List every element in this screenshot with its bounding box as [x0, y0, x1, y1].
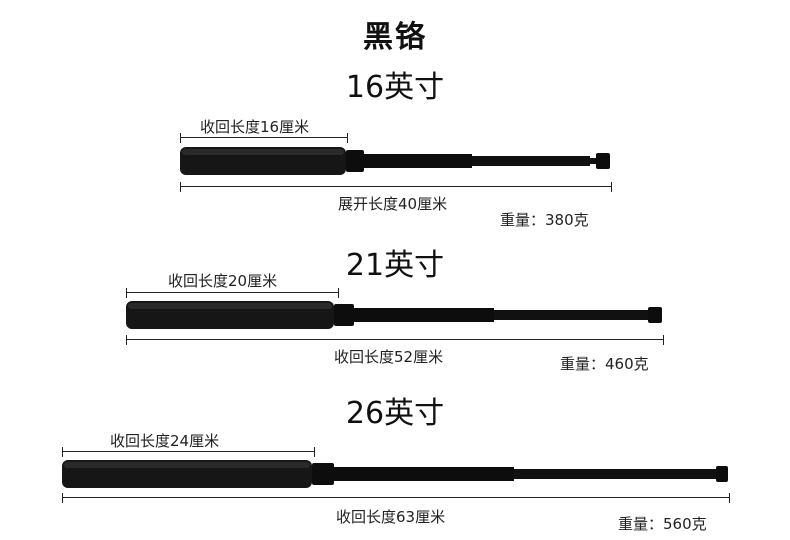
extended-length-label: 收回长度63厘米 [336, 508, 446, 526]
main-title: 黑铬 [363, 20, 427, 55]
weight-label: 重量：460克 [560, 355, 649, 373]
extended-length-bracket [126, 335, 664, 345]
extended-length-label: 收回长度52厘米 [334, 348, 444, 366]
extended-length-bracket [62, 493, 730, 503]
collapsed-length-label: 收回长度16厘米 [200, 118, 310, 136]
extended-length-label: 展开长度40厘米 [338, 195, 448, 213]
collapsed-length-bracket [62, 447, 315, 457]
baton-image [126, 301, 662, 329]
collapsed-length-bracket [180, 133, 348, 143]
size-title: 21英寸 [345, 248, 445, 283]
baton-image [62, 460, 728, 488]
collapsed-length-label: 收回长度24厘米 [110, 432, 220, 450]
weight-label: 重量：380克 [500, 211, 589, 229]
collapsed-length-bracket [126, 288, 339, 298]
collapsed-length-label: 收回长度20厘米 [168, 272, 278, 290]
size-title: 16英寸 [345, 70, 445, 105]
extended-length-bracket [180, 182, 612, 192]
weight-label: 重量：560克 [618, 515, 707, 533]
size-title: 26英寸 [345, 396, 445, 431]
baton-image [180, 147, 610, 175]
